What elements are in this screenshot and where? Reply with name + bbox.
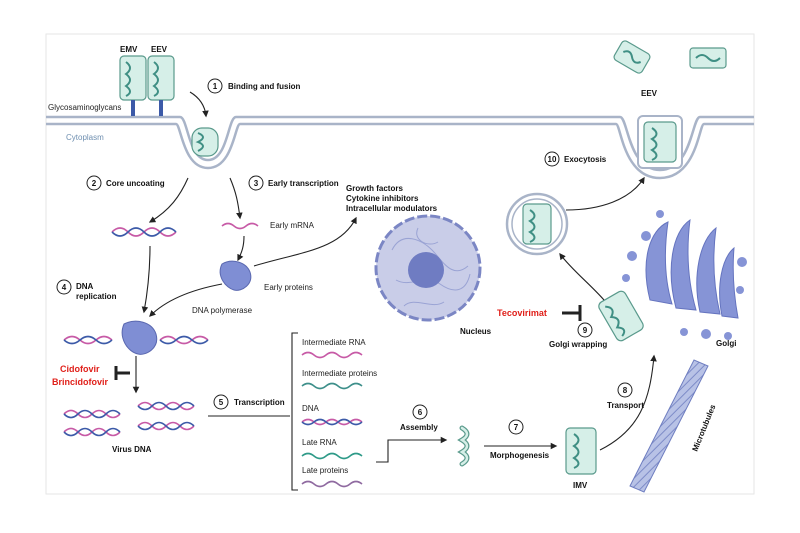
step-3-marker — [248, 175, 264, 191]
arrow-uncoating — [148, 177, 189, 223]
nucleus-label: Nucleus — [460, 327, 492, 336]
nucleus — [374, 214, 482, 322]
step-2-label: Core uncoating — [106, 179, 165, 188]
uncoated-dna-helix — [111, 227, 177, 237]
late-rna-label: Late RNA — [302, 438, 337, 447]
wrapped-virion — [505, 192, 569, 256]
arrow-binding — [189, 91, 209, 118]
step-7-marker — [508, 419, 524, 435]
arrow-wrapping-to-vesicle — [559, 252, 605, 301]
early-mrna-label: Early mRNA — [270, 221, 315, 230]
step-3-number: 3 — [254, 179, 259, 188]
imv-virion — [565, 427, 597, 475]
arrow-early-transcription — [229, 177, 243, 220]
eev-label-top: EEV — [151, 45, 168, 54]
wrapping-virion — [598, 290, 644, 342]
intermediate-rna-strand — [301, 351, 363, 359]
early-protein-icon — [219, 260, 252, 291]
cytoplasm-label: Cytoplasm — [66, 133, 104, 142]
dna-polymerase-label: DNA polymerase — [192, 306, 253, 315]
step-8-number: 8 — [623, 386, 628, 395]
step-2-number: 2 — [92, 179, 97, 188]
late-rna-strand — [301, 452, 363, 460]
step-9-label: Golgi wrapping — [549, 340, 607, 349]
early-proteins-label: Early proteins — [264, 283, 313, 292]
dna-product-label: DNA — [302, 404, 320, 413]
step-7-number: 7 — [514, 423, 519, 432]
step-8-label: Transport — [607, 401, 644, 410]
step-4-number: 4 — [62, 283, 67, 292]
step-8-marker — [617, 382, 633, 398]
microtubule-bundle — [629, 359, 709, 493]
cytokine-inhibitors-label: Cytokine inhibitors — [346, 194, 419, 203]
step-9-number: 9 — [583, 326, 588, 335]
virus-dna-label: Virus DNA — [112, 445, 152, 454]
step-5-marker — [213, 394, 229, 410]
early-mrna-strand — [221, 222, 259, 230]
growth-factors-label: Growth factors — [346, 184, 403, 193]
step-2-marker — [86, 175, 102, 191]
step-10-number: 10 — [548, 155, 557, 164]
virus-dna-helices — [63, 401, 195, 437]
intracellular-modulators-label: Intracellular modulators — [346, 204, 438, 213]
step-5-label: Transcription — [234, 398, 285, 407]
cidofovir-inhibition-icon — [114, 366, 130, 380]
step-6-marker — [412, 404, 428, 420]
eev-virion-top — [147, 55, 175, 116]
step-10-label: Exocytosis — [564, 155, 607, 164]
brincidofovir-label: Brincidofovir — [52, 377, 109, 387]
arrow-assembly — [376, 436, 448, 463]
exocytosing-virion — [637, 115, 683, 169]
step-1-label: Binding and fusion — [228, 82, 301, 91]
arrow-translation — [237, 235, 245, 262]
step-4-label: DNA — [76, 282, 94, 291]
step-10-marker — [544, 151, 560, 167]
step-4-marker — [56, 279, 72, 295]
cidofovir-label: Cidofovir — [60, 364, 100, 374]
step-4-label-line2: replication — [76, 292, 117, 301]
released-eev-1 — [613, 40, 651, 74]
arrow-to-modulators — [253, 216, 357, 267]
released-eev-2 — [689, 47, 727, 69]
step-7-label: Morphogenesis — [490, 451, 550, 460]
step-1-number: 1 — [213, 82, 218, 91]
step-3-label: Early transcription — [268, 179, 339, 188]
golgi-apparatus — [622, 210, 747, 340]
tecovirimat-label: Tecovirimat — [497, 308, 547, 318]
imv-label: IMV — [573, 481, 588, 490]
golgi-label: Golgi — [716, 339, 736, 348]
intermediate-proteins-label: Intermediate proteins — [302, 369, 377, 378]
arrow-polymerase-to-replication — [149, 283, 223, 317]
eev-label-right: EEV — [641, 89, 658, 98]
step-6-label: Assembly — [400, 423, 438, 432]
emv-label: EMV — [120, 45, 138, 54]
replication-fork — [63, 320, 209, 355]
arrow-helix-to-replication — [141, 245, 151, 314]
intermediate-rna-label: Intermediate RNA — [302, 338, 366, 347]
dna-product-strand — [301, 418, 363, 426]
step-1-marker — [207, 78, 223, 94]
intermediate-proteins-strand — [301, 382, 363, 390]
late-proteins-label: Late proteins — [302, 466, 348, 475]
emv-virion — [119, 55, 147, 116]
step-6-number: 6 — [418, 408, 423, 417]
arrow-exocytosis — [565, 176, 645, 211]
late-proteins-strand — [301, 480, 363, 488]
arrow-transport — [599, 354, 657, 451]
products-bracket — [291, 332, 298, 491]
step-5-number: 5 — [219, 398, 224, 407]
glycosaminoglycans-label: Glycosaminoglycans — [48, 103, 121, 112]
entering-virion — [191, 127, 219, 157]
step-9-marker — [577, 322, 593, 338]
tecovirimat-inhibition-icon — [562, 305, 582, 321]
